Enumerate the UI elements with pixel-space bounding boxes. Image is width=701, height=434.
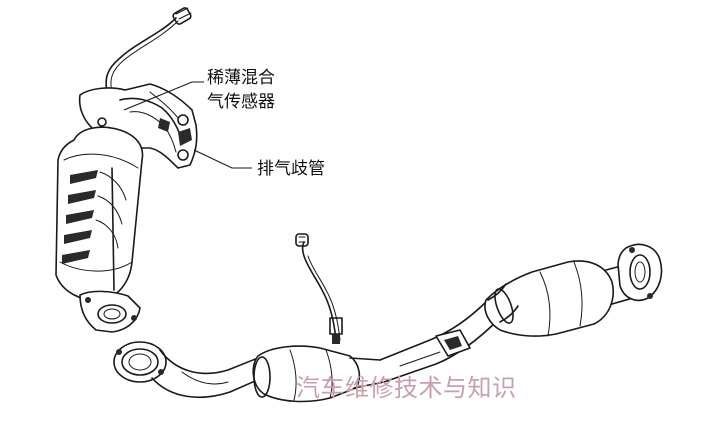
lean-sensor-label-line1: 稀薄混合 — [207, 68, 275, 88]
front-converter-outlet-flange — [79, 290, 141, 333]
rear-catalytic-converter — [484, 260, 641, 337]
callout-leaders — [123, 81, 252, 169]
watermark-text: 汽车维修技术与知识 — [296, 374, 517, 402]
front-pipe — [151, 349, 263, 398]
lean-sensor-label-line2: 气传感器 — [207, 92, 275, 112]
front-catalytic-converter — [55, 126, 144, 301]
exhaust-manifold-label: 排气歧管 — [257, 159, 325, 179]
lower-sensor-wire — [295, 233, 343, 344]
upper-sensor-wire — [105, 7, 192, 96]
exhaust-manifold — [78, 83, 198, 169]
center-catalytic-converter — [252, 345, 385, 403]
intermediate-pipe — [379, 299, 501, 383]
outlet-flange — [617, 243, 663, 302]
downpipe-inlet-flange — [113, 341, 167, 383]
